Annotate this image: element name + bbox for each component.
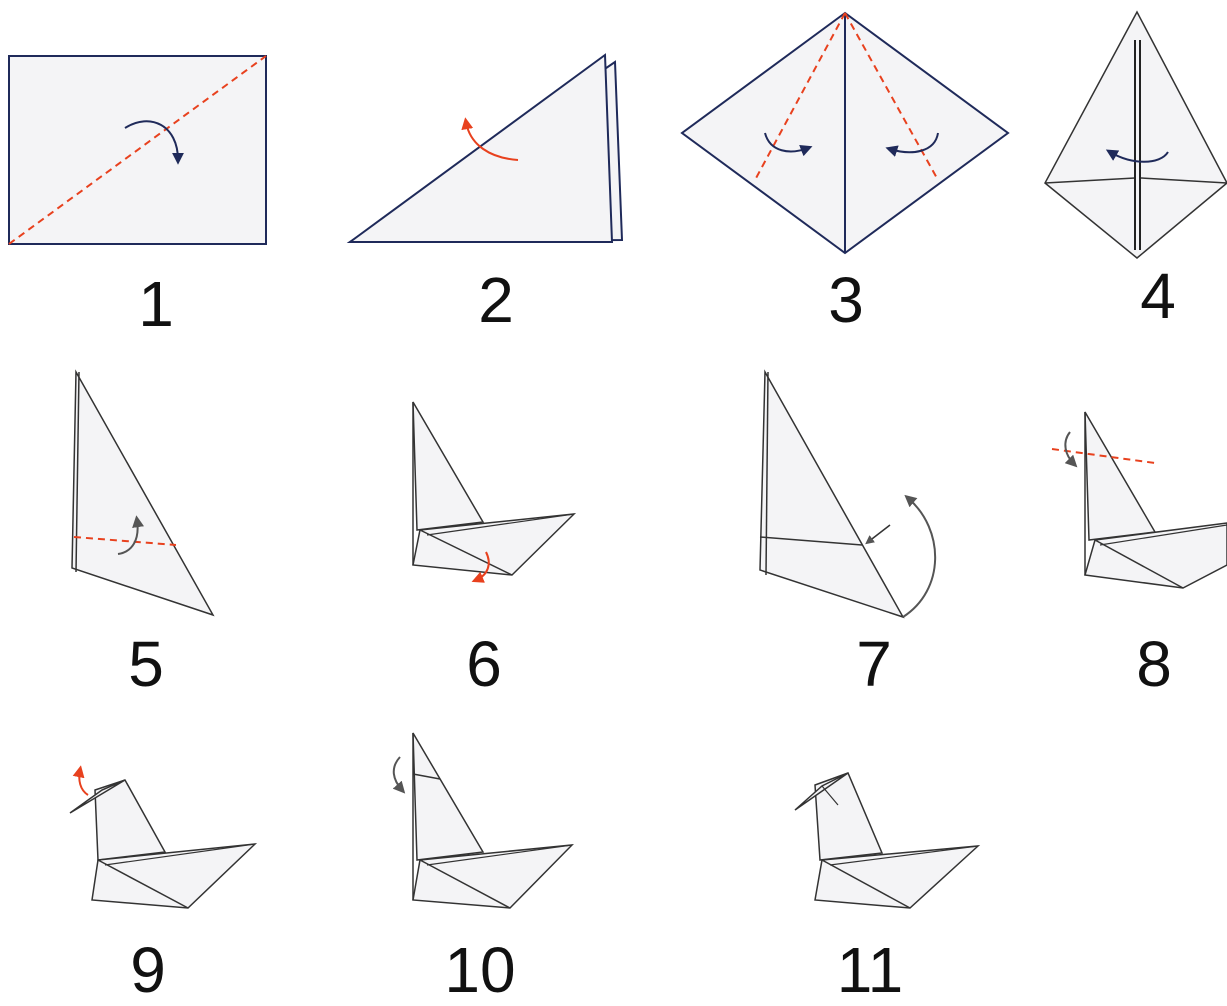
dashed-fold-line (73, 536, 177, 546)
body-crease (821, 859, 911, 909)
crease-line (412, 773, 441, 780)
body-crease (419, 529, 513, 576)
tuck-arrow (471, 551, 490, 583)
body-crease (1099, 524, 1227, 546)
step-4-diagram (1044, 10, 1227, 259)
neck (412, 401, 485, 531)
neck (1084, 411, 1157, 541)
body-crease (419, 859, 511, 909)
body-crease (829, 845, 979, 866)
fold-arrow-left (764, 132, 813, 157)
beak-crease (821, 785, 839, 806)
step-6-diagram (412, 401, 577, 583)
step-2-diagram (346, 53, 624, 244)
body-crease (104, 843, 256, 866)
step-number-9: 9 (130, 934, 166, 1006)
back-edge (765, 371, 769, 576)
step-number-5: 5 (128, 628, 164, 700)
step-number-6: 6 (466, 628, 502, 700)
pointer-arrow (865, 524, 891, 545)
step-8-diagram (1051, 411, 1227, 589)
crease-line (759, 536, 863, 546)
dashed-fold-line (1051, 448, 1156, 464)
body (1084, 522, 1227, 589)
fold-arrow (124, 120, 184, 165)
step-number-7: 7 (856, 628, 892, 700)
step-number-4: 4 (1140, 260, 1176, 332)
body-crease (97, 859, 189, 909)
neck (814, 772, 884, 861)
flap-edge-left (1044, 177, 1136, 184)
head (794, 772, 849, 811)
fold-arrow (1064, 431, 1078, 468)
reverse-fold-arrow (902, 494, 937, 618)
body-crease (1094, 539, 1184, 589)
dashed-fold-line-left (754, 12, 846, 181)
body-crease (426, 513, 575, 536)
lift-arrow (72, 765, 89, 796)
neck (94, 779, 167, 861)
step-number-3: 3 (828, 264, 864, 336)
step-number-2: 2 (478, 264, 514, 336)
folded-shape (759, 369, 905, 619)
fold-arrow-right (885, 132, 939, 157)
step-11-diagram (794, 772, 981, 909)
flap-edge-right (1140, 177, 1227, 184)
back-edge (75, 371, 80, 573)
step-3-diagram (680, 11, 1010, 255)
step-number-10: 10 (444, 934, 516, 1006)
fold-arrow (392, 756, 406, 794)
fold-arrow (117, 515, 144, 555)
step-number-11: 11 (836, 934, 904, 1006)
narrow-kite (71, 369, 215, 617)
step-9-diagram (69, 765, 258, 909)
step-number-1: 1 (138, 268, 174, 340)
step-5-diagram (71, 369, 215, 617)
neck (412, 732, 485, 861)
head (69, 779, 126, 814)
step-10-diagram (392, 732, 574, 909)
dashed-fold-line (8, 55, 267, 245)
step-number-8: 8 (1136, 628, 1172, 700)
lift-arrow (461, 117, 519, 161)
body-crease (426, 844, 573, 866)
step-7-diagram (759, 369, 937, 619)
dashed-fold-line-right (844, 12, 939, 181)
step-1-diagram (8, 55, 267, 245)
fold-arrow (1105, 149, 1169, 163)
